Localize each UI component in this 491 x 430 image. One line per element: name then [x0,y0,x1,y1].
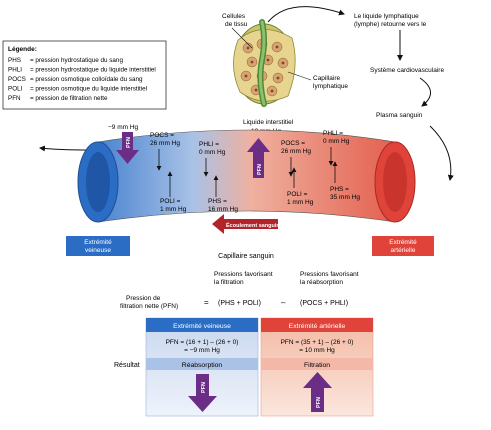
pfn-arrow-venous: PFN [116,132,139,164]
blood-capillary-label: Capillaire sanguin [218,253,274,260]
lymph-flow-arrow [267,6,345,23]
pfn-arrow-arterial: PFN [247,138,270,178]
venous-pocs-label: POCS = [150,132,174,139]
cardio-system-label: Système cardiovasculaire [370,67,444,74]
arterial-phs-value: 35 mm Hg [330,194,360,201]
arterial-box-header: Extrémité artérielle [289,323,346,330]
result-label: Résultat [114,362,140,369]
blood-flow-arrow: Écoulement sanguin [212,214,280,234]
legend-definition: = pression de filtration nette [30,95,108,102]
cells-leader [231,27,253,49]
formula-term-reabsorption: (POCS + PHLI) [300,300,348,307]
legend-definition: = pression hydrostatique du sang [30,57,123,64]
formula-minus: – [281,298,286,307]
capillary-body [97,129,396,223]
arterial-end-badge [372,236,434,256]
venous-result-box: Extrémité veineuse PFN = (16 + 1) – (26 … [145,317,259,417]
lymph-capillary-label-2: lymphatique [313,83,348,90]
venous-phli-value: 0 mm Hg [199,149,226,156]
arterial-end-label-2: artérielle [391,247,416,254]
cells-label-2: de tissu [225,21,248,28]
svg-text:Écoulement sanguin: Écoulement sanguin [226,221,280,229]
favor-filtration-2: la filtration [214,279,244,286]
arterial-box-result: Filtration [304,362,330,369]
legend-abbr: POLI [8,86,23,93]
venous-poli-value: 1 mm Hg [160,206,187,213]
venous-end-label-2: veineuse [85,247,111,254]
arterial-end-label-1: Extrémité [389,239,417,246]
venous-box-calc-2: = −9 mm Hg [184,347,220,354]
arterial-box-pfn-arrow [303,372,332,388]
svg-text:PFN: PFN [316,397,322,408]
legend-abbr: PHLI [8,67,22,74]
lymph-leader [287,71,312,81]
lymph-return-2: (lymphe) retourne vers le [354,21,427,28]
net-filtration-label-1: Pression de [126,295,161,302]
svg-text:PFN: PFN [126,137,132,148]
formula-term-filtration: (PHS + POLI) [218,300,261,307]
venous-poli-label: POLI = [160,198,181,205]
interstitial-label: Liquide interstitiel [243,119,294,126]
plasma-label: Plasma sanguin [376,112,423,119]
venous-phs-value: 16 mm Hg [208,206,238,213]
arterial-phs-label: PHS = [330,186,349,193]
cells-label-1: Cellules [222,13,246,20]
favor-reabsorption-2: la réabsorption [300,279,343,286]
favor-reabsorption-1: Pressions favorisant [300,271,359,278]
venous-pfn: −9 mm Hg [108,124,139,131]
legend-definition: = pression hydrostatique du liquide inte… [30,67,156,74]
out-of-vein-arrow [39,145,89,152]
venous-box-calc-1: PFN = (16 + 1) – (26 + 0) [166,339,239,346]
lymph-return-1: Le liquide lymphatique [354,13,419,20]
arterial-poli-value: 1 mm Hg [287,199,314,206]
arterial-poli-label: POLI = [287,191,308,198]
legend-abbr: POCS [8,76,26,83]
arterial-box-calc-2: = 10 mm Hg [299,347,335,354]
venous-end-badge [66,236,130,256]
legend-definition: = pression osmotique colloïdale du sang [30,76,143,83]
legend-abbr: PFN [8,95,21,102]
venous-end-label-1: Extrémité [84,239,112,246]
legend-title: Légende: [8,46,37,53]
venous-box-result: Réabsorption [182,362,223,369]
venous-phs-label: PHS = [208,198,227,205]
venous-pocs-value: 26 mm Hg [150,140,180,147]
tissue-cluster [233,19,296,107]
venous-box-pfn-arrow [196,374,209,396]
net-filtration-label-2: filtration nette (PFN) [120,303,178,310]
svg-text:PFN: PFN [257,164,263,175]
favor-filtration-1: Pressions favorisant [214,271,273,278]
venous-phli-label: PHLI = [199,141,219,148]
arterial-pocs-label: POCS = [281,140,305,147]
arterial-phli-value: 0 mm Hg [323,138,350,145]
to-plasma-arrow [419,77,431,107]
arterial-phli-label: PHLI = [323,130,343,137]
blood-capillary [77,129,416,223]
svg-text:PFN: PFN [201,382,207,393]
legend-box [2,40,167,110]
lymph-capillary-label-1: Capillaire [313,75,340,82]
into-artery-arrow [429,125,454,181]
venous-box-header: Extrémité veineuse [173,323,231,330]
arterial-pocs-value: 26 mm Hg [281,148,311,155]
legend: Légende: PHS = pression hydrostatique du … [2,40,167,110]
arterial-result-box: Extrémité artérielle PFN = (35 + 1) – (2… [260,317,374,417]
arterial-box-calc-1: PFN = (35 + 1) – (26 + 0) [281,339,354,346]
legend-abbr: PHS [8,57,21,64]
formula-equals: = [204,298,209,307]
legend-definition: = pression osmotique du liquide intersti… [30,86,147,93]
